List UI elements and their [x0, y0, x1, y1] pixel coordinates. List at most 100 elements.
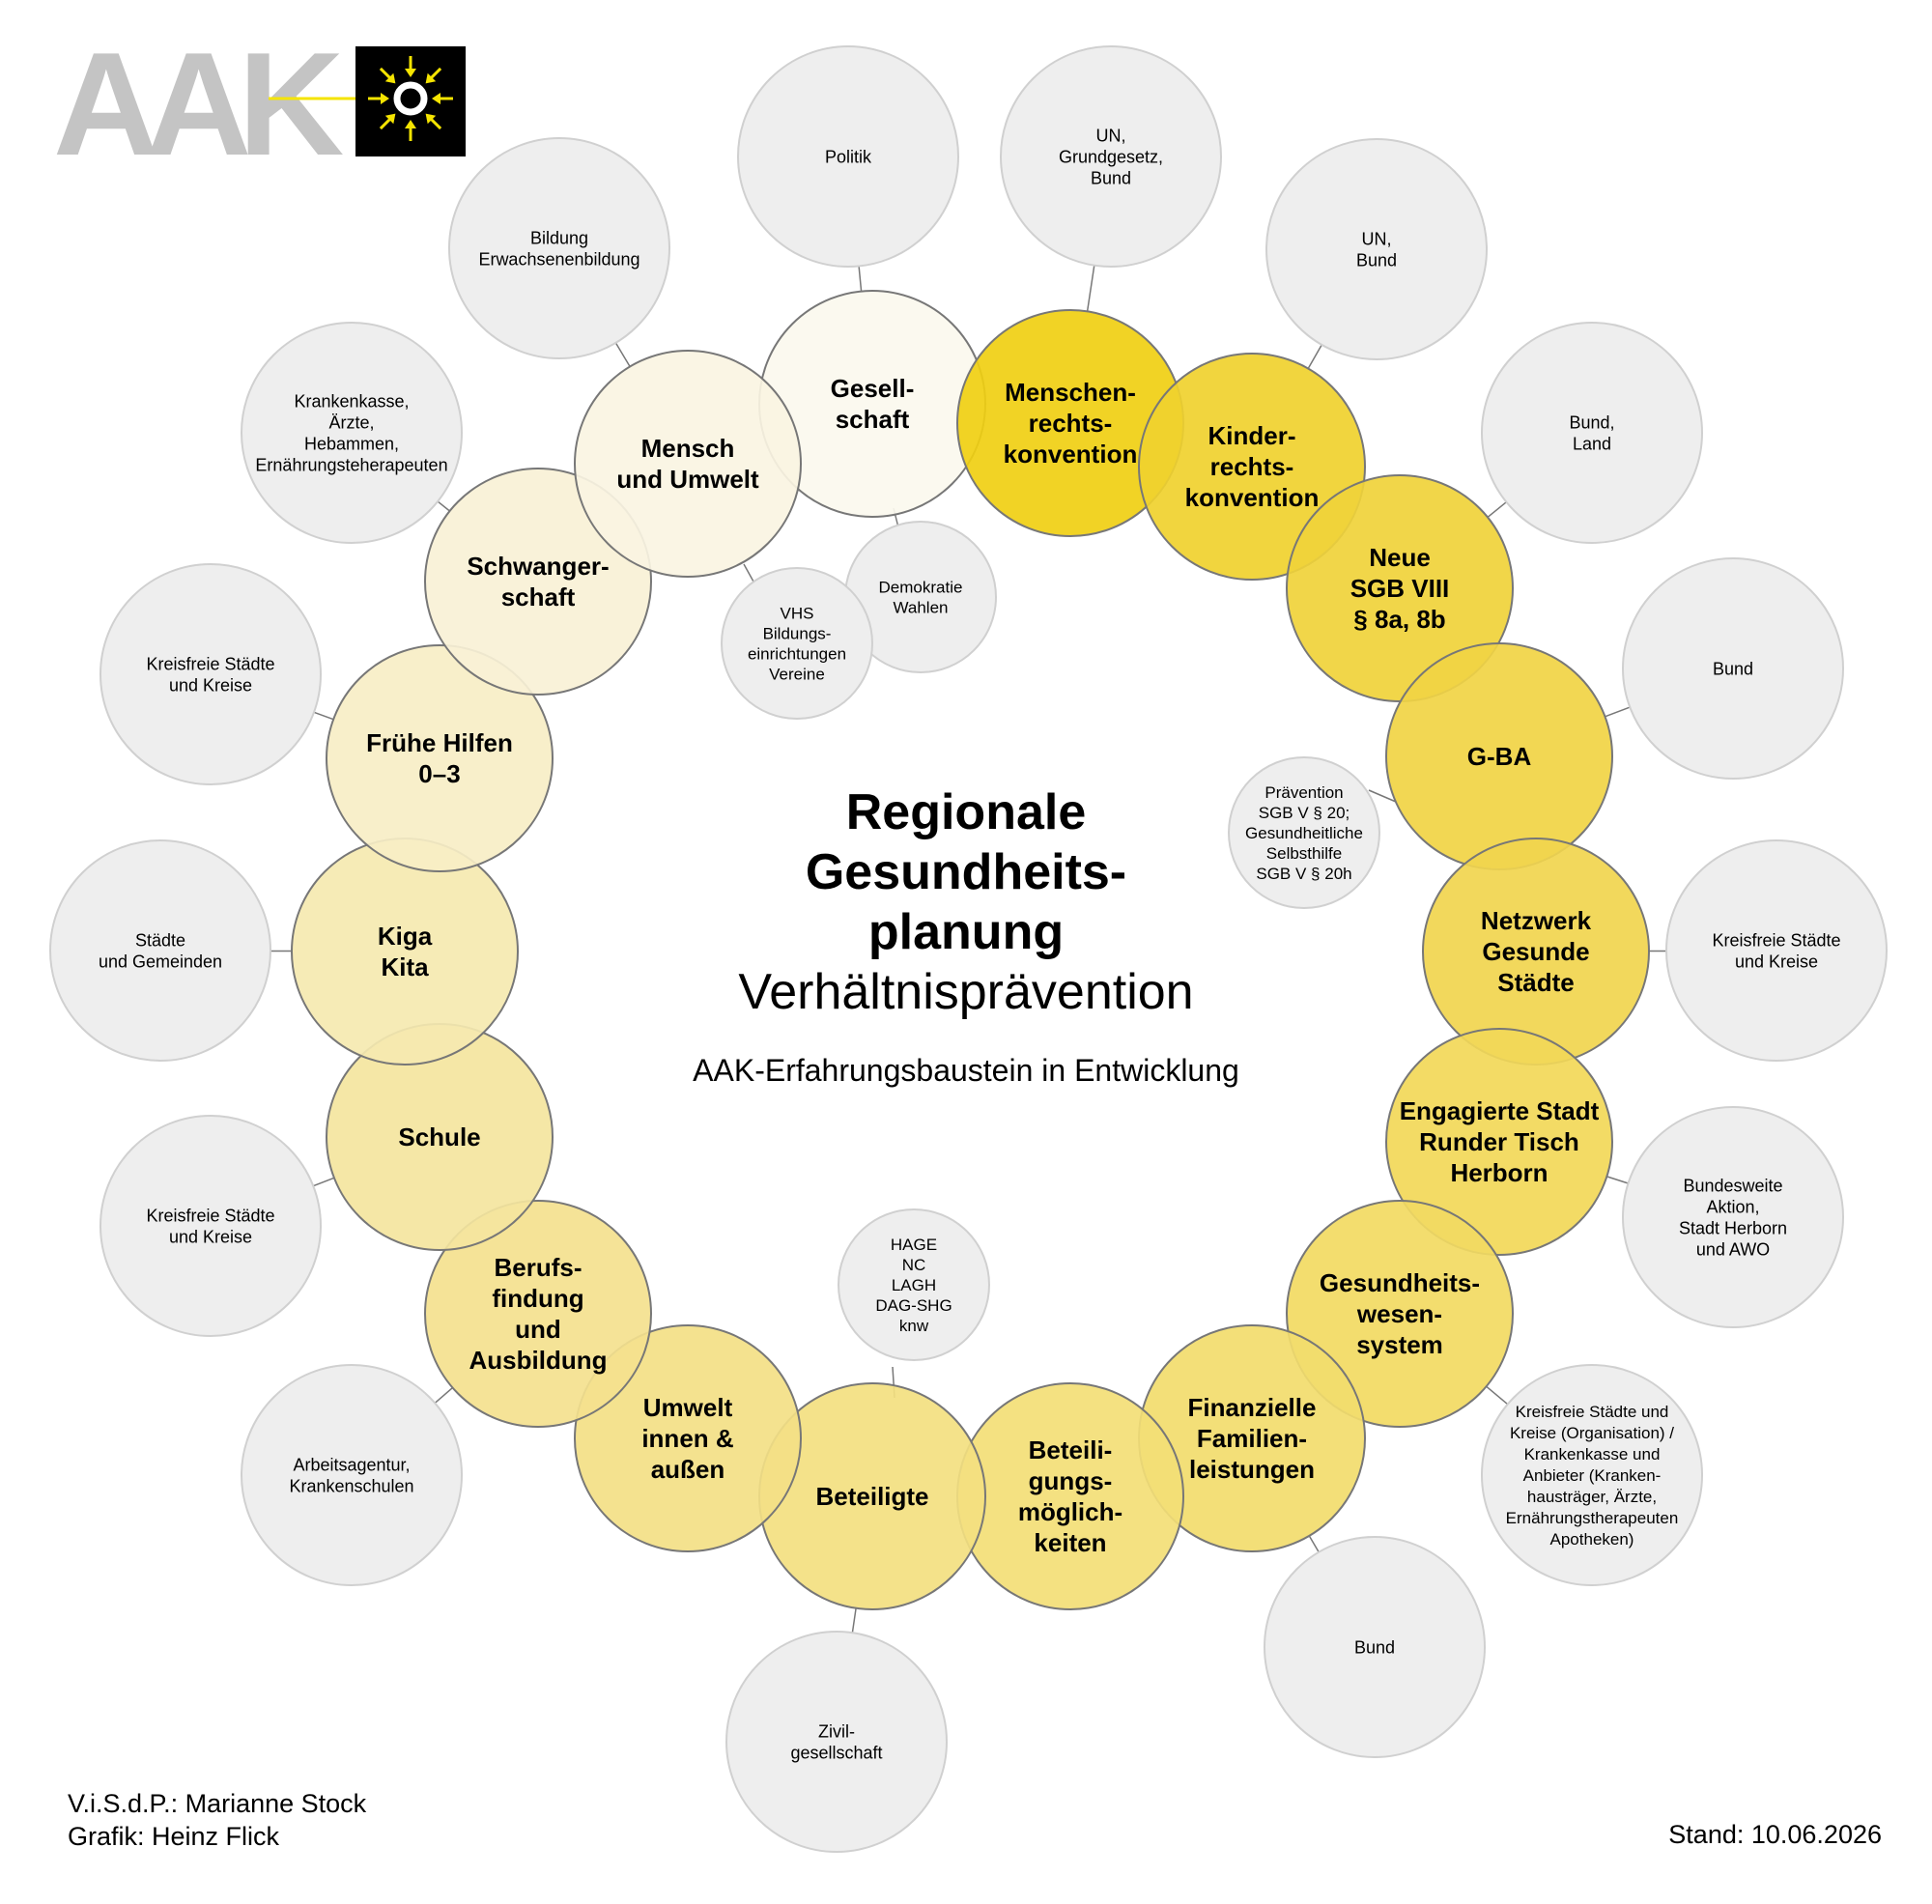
extra-circle — [721, 567, 873, 720]
connector-line — [614, 342, 631, 367]
sun-arrow-head — [405, 120, 416, 128]
connector-line — [1486, 1385, 1509, 1406]
inner-circle-label: Beteili-gungs-möglich-keiten — [1018, 1435, 1122, 1557]
outer-circle-label: Arbeitsagentur,Krankenschulen — [289, 1455, 413, 1495]
outer-circle — [1264, 1536, 1486, 1758]
inner-circle — [1385, 1028, 1613, 1256]
footer-grafik: Grafik: Heinz Flick — [68, 1822, 280, 1851]
connector-line — [851, 1607, 857, 1634]
sun-arrow-head — [384, 72, 396, 84]
connector-line — [313, 711, 334, 721]
inner-circle-layer — [291, 290, 1650, 1610]
outer-circle-label: UN,Bund — [1356, 229, 1397, 270]
inner-circle-label: Schule — [398, 1123, 480, 1151]
inner-circle-label: Gesundheits-wesen-system — [1320, 1268, 1480, 1359]
inner-circle — [424, 1200, 652, 1428]
outer-circle — [241, 322, 463, 544]
inner-circle — [326, 644, 554, 872]
sun-arrow-head — [384, 113, 396, 125]
outer-circle — [1481, 322, 1703, 544]
outer-circle-label: Zivil-gesellschaft — [790, 1721, 882, 1762]
outer-circle — [1622, 557, 1844, 780]
page-title: Regionale Gesundheits- planung — [805, 784, 1127, 960]
footer-credits: V.i.S.d.P.: Marianne Stock Grafik: Heinz… — [68, 1787, 366, 1853]
outer-circle — [49, 839, 271, 1062]
outer-circle — [99, 563, 322, 785]
inner-circle — [574, 350, 802, 578]
outer-circle-label: Politik — [825, 147, 872, 166]
connector-line — [1487, 501, 1507, 518]
outer-circle-label: Krankenkasse,Ärzte,Hebammen,Ernährungste… — [255, 391, 447, 474]
outer-circle — [99, 1115, 322, 1337]
connector-line — [434, 1387, 453, 1404]
sun-arrow-head — [425, 113, 437, 125]
connector-line — [858, 266, 863, 292]
sun-arrow-head — [405, 69, 416, 77]
footer-visdp: V.i.S.d.P.: Marianne Stock — [68, 1789, 367, 1818]
center-title-block: Regionale Gesundheits- planung Verhältni… — [618, 782, 1314, 1089]
connector-line — [1606, 1176, 1629, 1184]
extra-circle — [838, 1208, 990, 1361]
connector-line — [1605, 706, 1631, 718]
inner-circle — [291, 838, 519, 1066]
connector-layer — [270, 265, 1666, 1634]
outer-circle — [1481, 1364, 1703, 1586]
inner-circle-label: G-BA — [1467, 742, 1532, 771]
outer-circle — [241, 1364, 463, 1586]
footer-date: Stand: 10.06.2026 — [1668, 1820, 1882, 1849]
outer-circle-label: Bund — [1354, 1637, 1395, 1657]
outer-circle — [737, 45, 959, 268]
outer-circle-layer: Politik UN,Grundgesetz,BundUN,BundBund,La… — [49, 45, 1888, 1853]
outer-circle — [1265, 138, 1488, 360]
connector-line — [743, 563, 754, 583]
sun-arrow-head — [432, 93, 440, 104]
inner-circle-label: Kinder-rechts-konvention — [1185, 421, 1320, 512]
inner-label-layer: Gesell-schaftMenschen-rechts-konventionK… — [366, 374, 1599, 1557]
outer-circle — [725, 1631, 948, 1853]
connector-line — [313, 1177, 335, 1187]
connector-line — [1368, 789, 1397, 803]
outer-circle-label: UN,Grundgesetz,Bund — [1059, 126, 1163, 187]
sun-arrow-head — [381, 93, 389, 104]
outer-circle — [1622, 1106, 1844, 1328]
connector-line — [1086, 265, 1095, 312]
page-subtitle: Verhältnisprävention — [738, 964, 1194, 1020]
sun-ring — [393, 81, 428, 116]
sun-arrow-head — [425, 72, 437, 84]
extra-circle — [1228, 756, 1380, 909]
outer-circle-label: Bund,Land — [1569, 412, 1614, 453]
connector-line — [1307, 344, 1322, 369]
outer-circle — [1000, 45, 1222, 268]
logo-text: AAK — [53, 22, 344, 186]
outer-circle-label: Bund — [1713, 659, 1753, 678]
inner-circle-label: Schwanger-schaft — [467, 552, 609, 611]
development-note: AAK-Erfahrungsbaustein in Entwicklung — [693, 1053, 1239, 1088]
outer-circle — [448, 137, 670, 359]
inner-circle-label: Menschen-rechts-konvention — [1004, 378, 1138, 469]
sun-arrows-icon — [368, 56, 453, 141]
connector-line — [1308, 1535, 1320, 1553]
connector-line — [437, 500, 450, 512]
inner-circle-label: Beteiligte — [815, 1482, 928, 1511]
